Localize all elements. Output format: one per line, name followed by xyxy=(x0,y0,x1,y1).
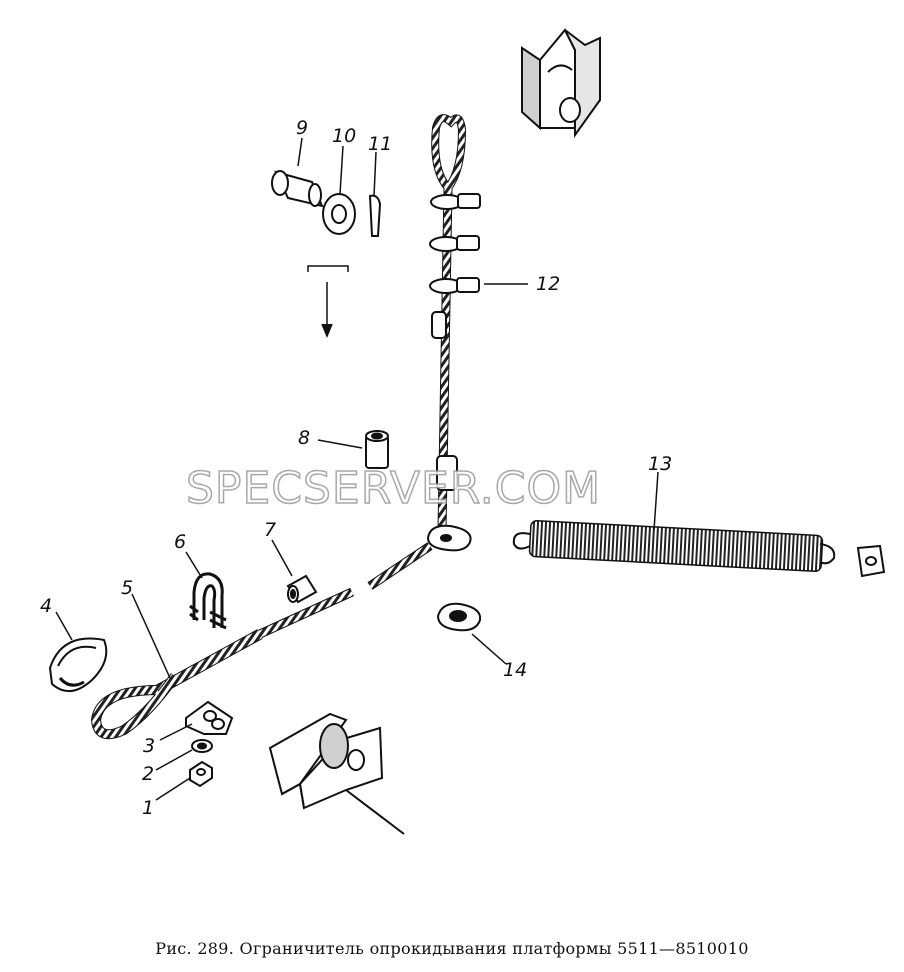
u-bolt-6 xyxy=(189,572,227,630)
sleeve-7 xyxy=(286,574,318,604)
cable-sleeve-upper xyxy=(431,311,447,339)
spring-clip xyxy=(856,544,886,578)
plate-14 xyxy=(436,602,482,632)
callout-3: 3 xyxy=(143,735,155,757)
clamp-body-3 xyxy=(185,700,234,735)
cotter-pin-11 xyxy=(368,194,382,237)
leader-lines xyxy=(55,137,659,801)
callout-7: 7 xyxy=(264,519,276,541)
callout-13: 13 xyxy=(648,453,672,475)
vertical-cable-assembly xyxy=(426,114,481,552)
top-bracket xyxy=(521,28,601,139)
callout-12: 12 xyxy=(536,273,560,295)
spring-13 xyxy=(512,519,836,573)
callout-10: 10 xyxy=(332,125,356,147)
callout-8: 8 xyxy=(298,427,310,449)
watermark: SPECSERVER.COM xyxy=(186,463,601,514)
callout-6: 6 xyxy=(174,531,186,553)
rope-clamps xyxy=(429,193,481,294)
bottom-bracket xyxy=(268,712,405,835)
callout-4: 4 xyxy=(40,595,52,617)
diagonal-cable xyxy=(90,542,433,740)
nut-1 xyxy=(189,760,213,788)
cable-sleeve-lower xyxy=(436,455,458,491)
callout-1: 1 xyxy=(142,797,154,819)
callout-9: 9 xyxy=(296,117,308,139)
callout-5: 5 xyxy=(121,577,133,599)
pin-9 xyxy=(271,170,324,208)
bushing-8 xyxy=(365,430,389,469)
thimble-4 xyxy=(48,637,108,692)
callout-labels: 1 2 3 4 5 6 7 8 9 10 11 12 13 14 xyxy=(40,117,672,819)
assembly-arrow xyxy=(307,265,349,338)
callout-11: 11 xyxy=(368,133,392,155)
callout-14: 14 xyxy=(503,659,527,681)
figure-caption: Рис. 289. Ограничитель опрокидывания пла… xyxy=(155,939,749,958)
callout-2: 2 xyxy=(142,763,154,785)
washer-2 xyxy=(191,739,213,753)
washer-10 xyxy=(322,193,356,235)
